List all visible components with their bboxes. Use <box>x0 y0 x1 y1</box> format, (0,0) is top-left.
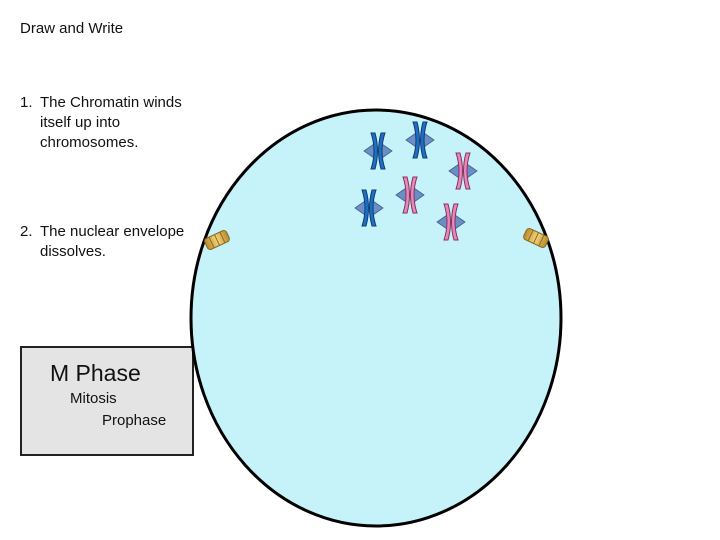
step-number: 2. <box>20 223 33 240</box>
cell-membrane <box>189 108 563 528</box>
step-2: 2. The nuclear envelope dissolves. <box>20 222 190 262</box>
step-text: The Chromatin winds itself up into chrom… <box>40 94 182 151</box>
phase-title: M Phase <box>50 360 141 386</box>
step-number: 1. <box>20 94 33 111</box>
centriole-icon <box>523 227 549 249</box>
chromosome-icon <box>354 189 384 227</box>
chromosome-icon <box>448 152 478 190</box>
step-1: 1. The Chromatin winds itself up into ch… <box>20 93 190 153</box>
centriole-icon <box>204 229 230 251</box>
chromosome-icon <box>363 132 393 170</box>
step-text: The nuclear envelope dissolves. <box>40 223 185 260</box>
page-heading: Draw and Write <box>20 20 124 37</box>
phase-subtitle: Mitosis <box>70 390 117 407</box>
chromosome-icon <box>395 176 425 214</box>
phase-label-box: M Phase Mitosis Prophase <box>20 346 194 456</box>
chromosome-icon <box>405 121 435 159</box>
chromosome-icon <box>436 203 466 241</box>
phase-stage: Prophase <box>102 412 167 429</box>
